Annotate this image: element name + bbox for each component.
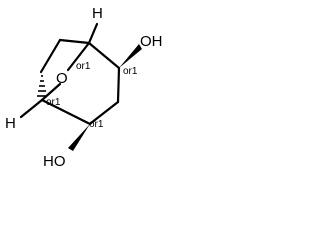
stereo-flag-c6: or1 bbox=[46, 97, 61, 108]
hydrogen-label-top: H bbox=[92, 5, 103, 22]
wedge-c5-ho bbox=[68, 124, 90, 151]
stereo-flag-c2: or1 bbox=[123, 66, 138, 77]
stereo-flag-c5: or1 bbox=[89, 119, 104, 130]
hydroxyl-label-bottom: HO bbox=[43, 153, 66, 170]
bond-c7-c1 bbox=[58, 38, 91, 45]
hydroxyl-label-top: OH bbox=[140, 33, 163, 50]
hydrogen-label-left: H bbox=[5, 115, 16, 132]
bond-o-c1 bbox=[66, 41, 91, 72]
oxygen-bridge-label: O bbox=[56, 70, 68, 87]
bond-o-c6 bbox=[40, 82, 62, 102]
bond-c3-c4 bbox=[89, 100, 120, 125]
bond-c6-h bbox=[19, 98, 44, 119]
bond-c2-c3 bbox=[116, 66, 121, 104]
stereo-flag-c1: or1 bbox=[76, 61, 91, 72]
hash-bond-c8-c6 bbox=[37, 75, 47, 97]
bond-c6-c5 bbox=[40, 98, 92, 126]
bond-c8-c7 bbox=[39, 38, 62, 74]
bond-c1-h bbox=[87, 22, 99, 45]
wedge-c2-oh bbox=[119, 44, 142, 68]
molecule-drawing: H OH O H HO or1 or1 or1 or1 bbox=[5, 5, 163, 170]
bond-c1-c2 bbox=[87, 41, 121, 70]
